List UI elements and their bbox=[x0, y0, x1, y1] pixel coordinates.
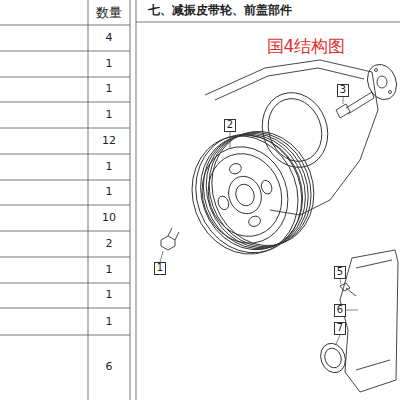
table-cell: 1 bbox=[106, 161, 113, 173]
watermark-note: 国4结构图 bbox=[267, 37, 346, 56]
callout-box: 5 bbox=[334, 266, 346, 279]
callout-box: 7 bbox=[334, 322, 346, 335]
callout-box: 2 bbox=[224, 119, 236, 132]
table-header: 数量 bbox=[96, 6, 122, 20]
table-cell: 2 bbox=[106, 238, 113, 250]
callout-box: 6 bbox=[334, 304, 346, 317]
section-title: 七、减振皮带轮、前盖部件 bbox=[148, 4, 292, 17]
callout-number: 2 bbox=[227, 120, 233, 130]
callout-number: 5 bbox=[337, 267, 343, 277]
callout-number: 6 bbox=[337, 305, 343, 315]
callout-box: 3 bbox=[337, 84, 349, 97]
table-cell: 1 bbox=[106, 58, 113, 70]
table-cell: 12 bbox=[102, 135, 116, 147]
table-cell: 1 bbox=[106, 289, 113, 301]
callout-box: 1 bbox=[154, 262, 166, 275]
table-cell: 10 bbox=[102, 212, 116, 224]
table-cell: 1 bbox=[106, 316, 113, 328]
callout-number: 7 bbox=[337, 323, 343, 333]
table-cell: 6 bbox=[106, 361, 113, 373]
table-cell: 4 bbox=[106, 32, 113, 44]
table-cell: 1 bbox=[106, 186, 113, 198]
callout-number: 1 bbox=[157, 263, 163, 273]
table-cell: 1 bbox=[106, 264, 113, 276]
callout-number: 3 bbox=[340, 85, 346, 95]
table-cell: 1 bbox=[106, 109, 113, 121]
table-cell: 1 bbox=[106, 83, 113, 95]
